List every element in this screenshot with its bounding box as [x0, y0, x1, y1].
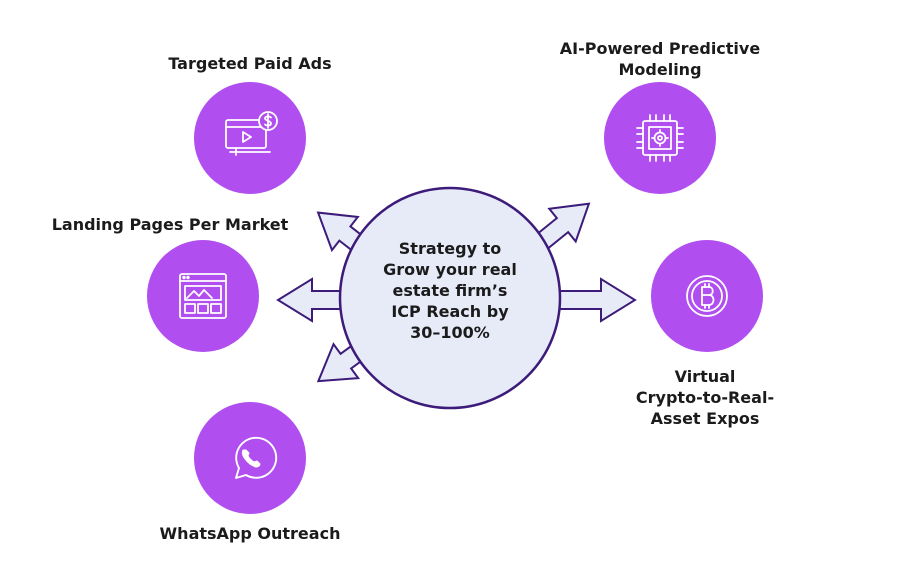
center-text: Strategy to Grow your real estate firm’s… — [360, 238, 540, 343]
ai-modeling-label-line-2: Modeling — [618, 60, 702, 79]
landing-pages-label: Landing Pages Per Market — [51, 215, 289, 234]
ai-modeling-circle — [604, 82, 716, 194]
crypto-expos-label-line-3: Asset Expos — [650, 409, 760, 428]
center-circle — [338, 186, 562, 410]
whatsapp-icon — [235, 436, 278, 479]
bitcoin-icon — [686, 275, 728, 317]
landing-pages-circle — [147, 240, 259, 352]
crypto-expos-label-line-1: Virtual — [674, 367, 736, 386]
cpu-gear-icon — [636, 114, 684, 162]
ai-modeling-label-line-1: AI-Powered Predictive — [559, 39, 761, 58]
whatsapp-label: WhatsApp Outreach — [159, 524, 341, 543]
crypto-expos-label-line-2: Crypto-to-Real- — [635, 388, 775, 407]
paid-ads-label: Targeted Paid Ads — [168, 54, 332, 73]
center-text-line-4: ICP Reach by — [391, 302, 509, 321]
crypto-expos-label: Virtual Crypto-to-Real- Asset Expos — [610, 366, 800, 429]
crypto-expos-circle — [651, 240, 763, 352]
center-text-line-1: Strategy to — [398, 239, 502, 258]
video-ad-dollar-icon — [225, 111, 278, 156]
webpage-layout-icon — [179, 273, 227, 319]
center-text-line-5: 30–100% — [410, 323, 490, 342]
whatsapp-circle — [194, 402, 306, 514]
center-text-line-2: Grow your real — [383, 260, 517, 279]
ai-modeling-label: AI-Powered Predictive Modeling — [530, 38, 790, 80]
center-text-line-3: estate firm’s — [392, 281, 508, 300]
